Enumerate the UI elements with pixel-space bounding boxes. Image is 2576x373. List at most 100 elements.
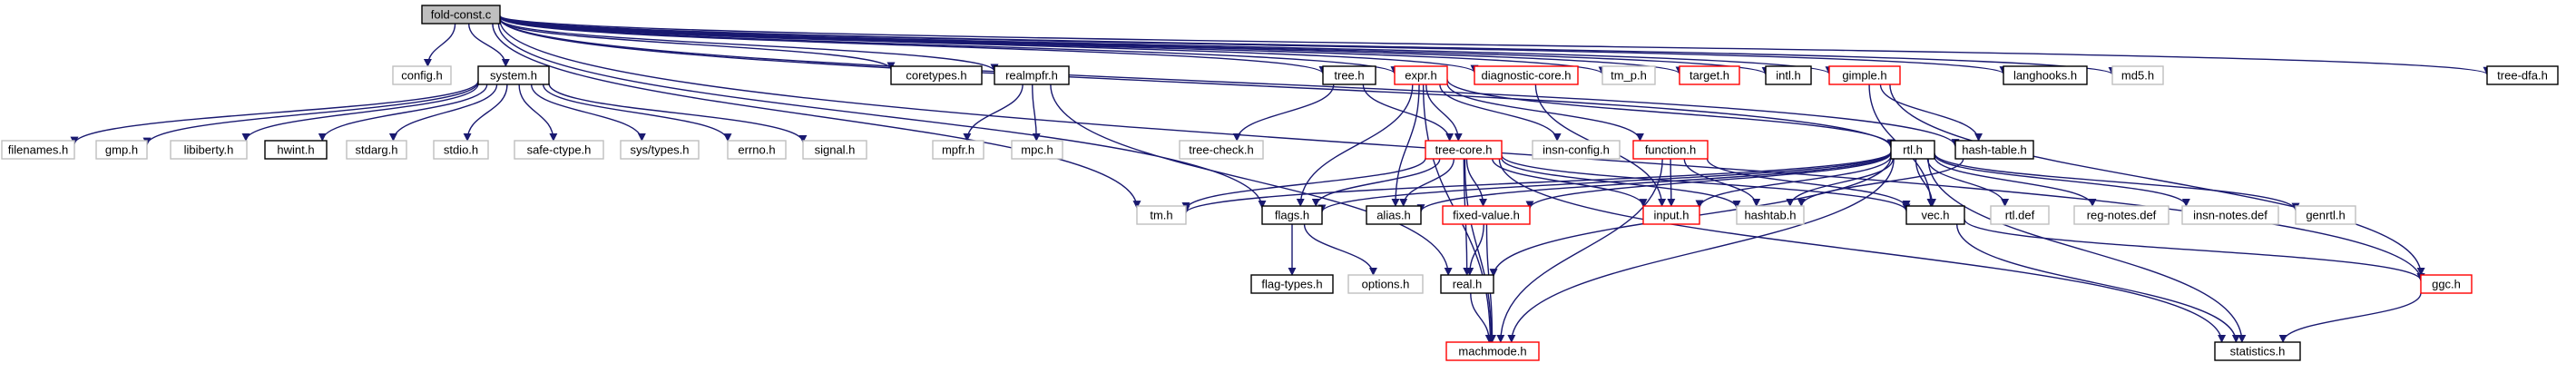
node-gmp[interactable]: gmp.h xyxy=(95,140,148,160)
node-label-function: function.h xyxy=(1645,142,1696,156)
node-reg-notes[interactable]: reg-notes.def xyxy=(2073,205,2170,225)
node-tree-core[interactable]: tree-core.h xyxy=(1425,140,1503,160)
node-box-fold-const xyxy=(421,5,501,25)
node-gimple[interactable]: gimple.h xyxy=(1828,65,1901,85)
edge-expr-to-tree-core xyxy=(1425,83,1463,142)
node-label-options: options.h xyxy=(1362,277,1410,290)
edge-fold-const-to-diagnostic-core xyxy=(499,15,1479,74)
edge-tree-core-to-vec xyxy=(1501,154,1911,212)
node-intl[interactable]: intl.h xyxy=(1765,65,1812,85)
node-stdarg[interactable]: stdarg.h xyxy=(346,140,407,160)
node-tm[interactable]: tm.h xyxy=(1136,205,1187,225)
edge-expr-to-alias xyxy=(1391,83,1420,207)
node-fold-const[interactable]: fold-const.c xyxy=(421,5,501,25)
node-signal[interactable]: signal.h xyxy=(802,140,867,160)
node-tree-check[interactable]: tree-check.h xyxy=(1179,140,1264,160)
edge-function-to-machmode xyxy=(1496,158,1663,343)
node-hash-table[interactable]: hash-table.h xyxy=(1954,140,2034,160)
edge-function-to-hashtab xyxy=(1683,158,1761,207)
node-system[interactable]: system.h xyxy=(477,65,550,85)
edge-system-to-gmp xyxy=(142,82,479,146)
node-tree[interactable]: tree.h xyxy=(1322,65,1376,85)
node-insn-notes[interactable]: insn-notes.def xyxy=(2181,205,2279,225)
node-box-statistics xyxy=(2214,341,2301,361)
edge-fold-const-to-realmpfr xyxy=(499,17,999,73)
node-safe-ctype[interactable]: safe-ctype.h xyxy=(514,140,604,160)
edge-fold-const-to-intl xyxy=(499,15,1770,75)
node-label-input: input.h xyxy=(1653,208,1689,221)
node-langhooks[interactable]: langhooks.h xyxy=(2003,65,2088,85)
node-label-genrtl: genrtl.h xyxy=(2306,208,2345,221)
node-real[interactable]: real.h xyxy=(1440,274,1494,294)
node-statistics[interactable]: statistics.h xyxy=(2214,341,2301,361)
edge-rtl-to-machmode xyxy=(1507,158,1895,343)
node-realmpfr[interactable]: realmpfr.h xyxy=(994,65,1070,85)
node-label-rtl-def: rtl.def xyxy=(2005,208,2035,221)
node-mpfr[interactable]: mpfr.h xyxy=(932,140,984,160)
edge-fold-const-to-coretypes xyxy=(499,19,896,71)
node-box-hash-table xyxy=(1954,140,2034,160)
node-rtl-def[interactable]: rtl.def xyxy=(1990,205,2050,225)
node-input[interactable]: input.h xyxy=(1642,205,1700,225)
node-tm-p[interactable]: tm_p.h xyxy=(1601,65,1656,85)
node-label-libiberty: libiberty.h xyxy=(184,142,234,156)
node-function[interactable]: function.h xyxy=(1632,140,1709,160)
node-label-intl: intl.h xyxy=(1776,68,1800,82)
node-genrtl[interactable]: genrtl.h xyxy=(2295,205,2356,225)
edge-rtl-to-flags xyxy=(1317,152,1892,213)
node-rtl[interactable]: rtl.h xyxy=(1890,140,1935,160)
edge-tree-to-tree-core xyxy=(1362,83,1455,142)
edge-fold-const-to-rtl xyxy=(499,17,1895,149)
node-expr[interactable]: expr.h xyxy=(1394,65,1448,85)
node-label-hwint: hwint.h xyxy=(277,142,314,156)
edge-function-to-vec xyxy=(1706,158,1911,210)
node-config[interactable]: config.h xyxy=(392,65,452,85)
node-box-langhooks xyxy=(2003,65,2088,85)
node-tree-dfa[interactable]: tree-dfa.h xyxy=(2486,65,2559,85)
node-hwint[interactable]: hwint.h xyxy=(264,140,328,160)
edge-system-to-filenames xyxy=(70,80,479,145)
node-hashtab[interactable]: hashtab.h xyxy=(1736,205,1805,225)
node-box-rtl xyxy=(1890,140,1935,160)
node-fixed-value[interactable]: fixed-value.h xyxy=(1442,205,1531,225)
node-libiberty[interactable]: libiberty.h xyxy=(170,140,248,160)
node-mpc[interactable]: mpc.h xyxy=(1011,140,1063,160)
node-box-vec xyxy=(1905,205,1965,225)
node-sys-types[interactable]: sys/types.h xyxy=(620,140,700,160)
node-box-insn-config xyxy=(1532,140,1621,160)
node-options[interactable]: options.h xyxy=(1347,274,1424,294)
node-box-tm-p xyxy=(1601,65,1656,85)
edge-expr-to-function xyxy=(1446,83,1644,142)
node-ggc[interactable]: ggc.h xyxy=(2420,274,2473,294)
node-stdio[interactable]: stdio.h xyxy=(433,140,489,160)
node-vec[interactable]: vec.h xyxy=(1905,205,1965,225)
edge-fold-const-to-tm xyxy=(492,23,1141,210)
node-box-errno xyxy=(727,140,787,160)
edge-tree-core-to-alias xyxy=(1399,158,1455,207)
edge-flags-to-options xyxy=(1303,223,1377,276)
edge-function-to-input xyxy=(1667,158,1676,207)
node-flag-types[interactable]: flag-types.h xyxy=(1250,274,1334,294)
edge-fold-const-to-tm-p xyxy=(499,15,1607,75)
node-machmode[interactable]: machmode.h xyxy=(1445,341,1540,361)
node-box-config xyxy=(392,65,452,85)
node-alias[interactable]: alias.h xyxy=(1366,205,1422,225)
node-box-function xyxy=(1632,140,1709,160)
node-box-mpfr xyxy=(932,140,984,160)
node-errno[interactable]: errno.h xyxy=(727,140,787,160)
node-box-realmpfr xyxy=(994,65,1070,85)
node-flags[interactable]: flags.h xyxy=(1261,205,1323,225)
node-coretypes[interactable]: coretypes.h xyxy=(890,65,983,85)
node-md5[interactable]: md5.h xyxy=(2111,65,2164,85)
node-box-safe-ctype xyxy=(514,140,604,160)
node-diagnostic-core[interactable]: diagnostic-core.h xyxy=(1474,65,1579,85)
node-insn-config[interactable]: insn-config.h xyxy=(1532,140,1621,160)
edge-rtl-to-vec xyxy=(1915,158,1937,207)
node-label-system: system.h xyxy=(490,68,537,82)
node-filenames[interactable]: filenames.h xyxy=(1,140,75,160)
node-target[interactable]: target.h xyxy=(1679,65,1740,85)
node-label-tm: tm.h xyxy=(1150,208,1172,221)
node-label-tm-p: tm_p.h xyxy=(1611,68,1647,82)
node-label-langhooks: langhooks.h xyxy=(2013,68,2077,82)
node-label-coretypes: coretypes.h xyxy=(906,68,966,82)
